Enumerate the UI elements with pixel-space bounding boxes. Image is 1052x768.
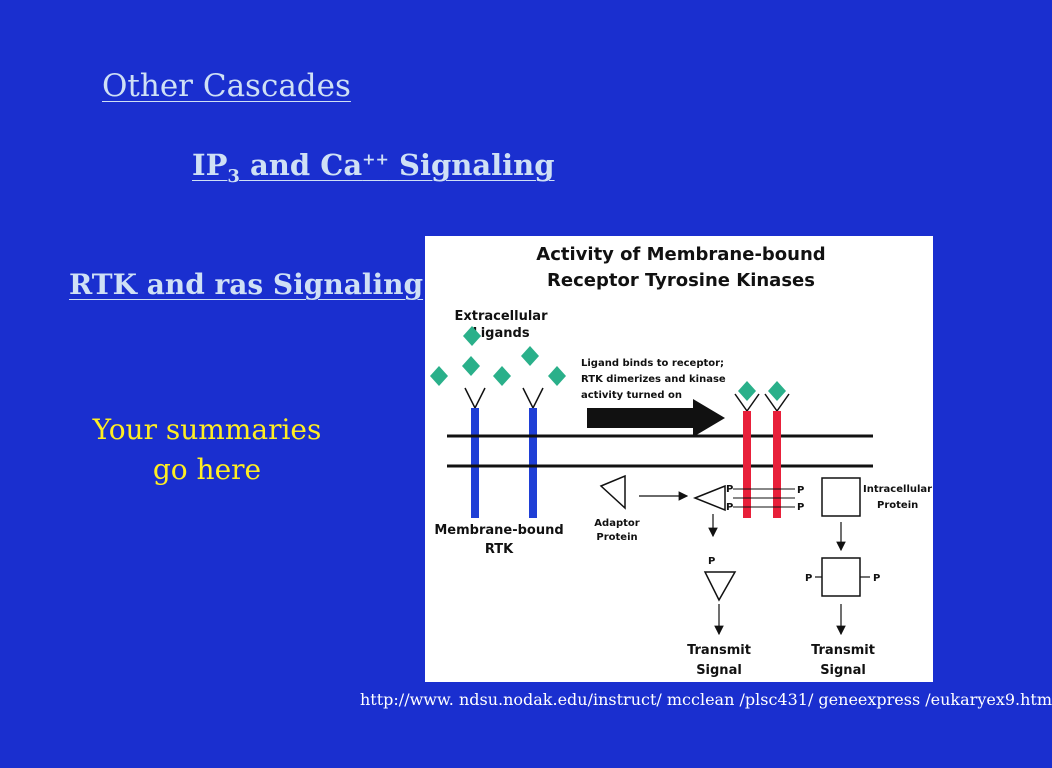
ca-superscript: ++ (362, 149, 389, 169)
ip3-prefix: IP (192, 148, 228, 182)
figure-title-line-2: Receptor Tyrosine Kinases (547, 270, 815, 291)
transmit-signal-label-1: Transmit (687, 643, 751, 658)
other-cascades-link[interactable]: Other Cascades (102, 68, 351, 104)
summary-line-2: go here (152, 453, 262, 486)
ligand-diamond (463, 326, 481, 346)
active-receptor (773, 411, 781, 518)
bound-ligand-diamond (738, 381, 756, 401)
transmit-signal-label-2: Signal (820, 663, 866, 678)
phospho-label: P (873, 573, 880, 584)
figure-title-line-1: Activity of Membrane-bound (536, 244, 825, 265)
ip3-suffix: Signaling (388, 148, 555, 182)
bound-adaptor-shape (692, 484, 726, 512)
ligand-diamond (548, 366, 566, 386)
phospho-label: P (797, 485, 804, 496)
summary-line-1: Your summaries (92, 413, 322, 446)
bound-ligand-diamond (768, 381, 786, 401)
summary-placeholder: Your summaries go here (82, 410, 332, 490)
membrane-rtk-label-2: RTK (485, 542, 514, 557)
phosphorylated-adaptor-shape (703, 571, 737, 602)
extracellular-label-2: Ligands (472, 326, 529, 341)
phospho-label: P (726, 502, 733, 513)
adaptor-label-1: Adaptor (594, 518, 639, 529)
arrow-note-line-3: activity turned on (581, 390, 682, 401)
rtk-activity-diagram: Activity of Membrane-bound Receptor Tyro… (425, 236, 933, 682)
inactive-receptor (529, 408, 537, 518)
intracellular-label-2: Protein (877, 500, 918, 511)
intracellular-label-1: Intracellular (863, 484, 932, 495)
rtk-ras-signaling-link[interactable]: RTK and ras Signaling (69, 268, 424, 301)
phosphorylated-protein-box (821, 557, 861, 597)
arrow-note-line-2: RTK dimerizes and kinase (581, 374, 726, 385)
adaptor-label-2: Protein (596, 532, 637, 543)
activation-arrow (587, 399, 725, 437)
active-receptor (743, 411, 751, 518)
receptor-binding-site (464, 387, 486, 410)
extracellular-label-1: Extracellular (455, 309, 549, 324)
membrane-rtk-label-1: Membrane-bound (434, 523, 563, 538)
phospho-label: P (708, 556, 715, 567)
ligand-diamond (521, 346, 539, 366)
phospho-label: P (726, 484, 733, 495)
rtk-diagram-svg: Activity of Membrane-bound Receptor Tyro… (430, 244, 932, 678)
transmit-signal-label-2: Signal (696, 663, 742, 678)
intracellular-protein-box (821, 477, 861, 517)
ligand-diamond (462, 356, 480, 376)
arrow-note-line-1: Ligand binds to receptor; (581, 358, 724, 369)
source-url: http://www. ndsu.nodak.edu/instruct/ mcc… (360, 690, 1052, 709)
adaptor-protein-shape (599, 474, 626, 510)
ip3-ca-signaling-link[interactable]: IP3 and Ca++ Signaling (192, 148, 555, 187)
ip3-middle: and Ca (239, 148, 363, 182)
ip3-subscript: 3 (227, 165, 240, 187)
phospho-label: P (797, 502, 804, 513)
ligand-diamond (493, 366, 511, 386)
receptor-binding-site (522, 387, 544, 410)
inactive-receptor (471, 408, 479, 518)
transmit-signal-label-1: Transmit (811, 643, 875, 658)
ligand-diamond (430, 366, 448, 386)
phospho-label: P (805, 573, 812, 584)
